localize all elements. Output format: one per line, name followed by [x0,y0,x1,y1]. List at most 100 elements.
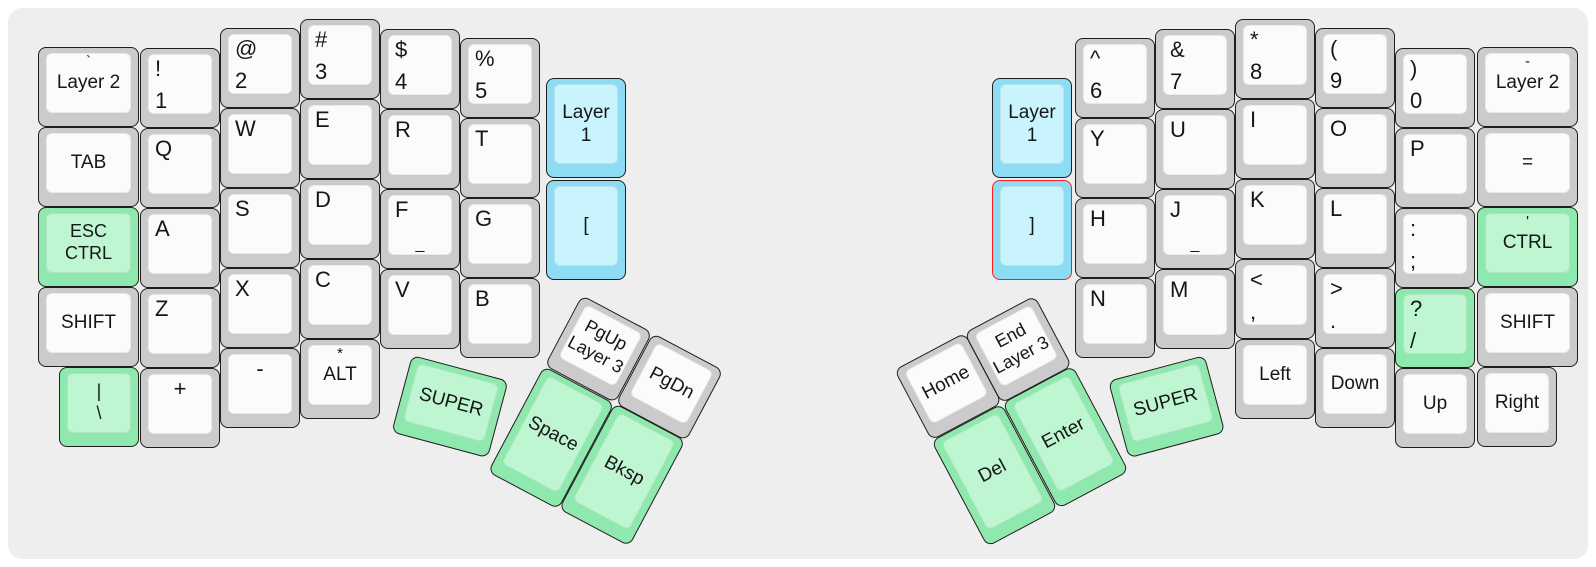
key-question-slash[interactable]: ?/ [1395,288,1475,368]
key-layer2-right[interactable]: -Layer 2 [1477,47,1578,127]
key-a[interactable]: A [140,208,220,288]
key-quote-ctrl[interactable]: 'CTRL [1477,207,1578,287]
key-i[interactable]: I [1235,99,1315,179]
key-2[interactable]: @2 [220,28,300,108]
key-esc-ctrl-cap: ESC CTRL [46,213,131,273]
key-i-legend-tl: I [1250,107,1257,132]
key-5[interactable]: %5 [460,38,540,118]
key-quote-ctrl-legend-c: CTRL [1502,232,1553,254]
key-w-cap: W [228,114,292,174]
key-3[interactable]: #3 [300,19,380,99]
key-0[interactable]: )0 [1395,48,1475,128]
key-v[interactable]: V [380,269,460,349]
key-l[interactable]: L [1315,188,1395,268]
key-pipe-backslash[interactable]: | \ [59,367,139,447]
key-4[interactable]: $4 [380,29,460,109]
key-j[interactable]: J_ [1155,189,1235,269]
key-5-legend-bl: 5 [475,77,488,103]
key-f-legend-bc: _ [415,236,425,253]
key-x[interactable]: X [220,268,300,348]
key-u[interactable]: U [1155,109,1235,189]
key-p[interactable]: P [1395,128,1475,208]
key-layer1-left[interactable]: Layer 1 [546,78,626,178]
key-e-cap: E [308,105,372,165]
key-n[interactable]: N [1075,278,1155,358]
key-layer1-right[interactable]: Layer 1 [992,78,1072,178]
key-enter-legend-c: Enter [1038,413,1089,454]
key-3-cap: #3 [308,25,372,85]
key-h[interactable]: H [1075,198,1155,278]
key-o[interactable]: O [1315,108,1395,188]
key-lbracket[interactable]: [ [546,180,626,280]
key-grave-layer2[interactable]: ` Layer 2 [38,47,139,127]
key-y[interactable]: Y [1075,118,1155,198]
key-comma[interactable]: <, [1235,259,1315,339]
key-6[interactable]: ^6 [1075,38,1155,118]
key-4-legend-bl: 4 [395,68,408,94]
key-pgdn-legend-c: PgDn [645,363,698,404]
key-s[interactable]: S [220,188,300,268]
key-down[interactable]: Down [1315,348,1395,428]
key-z[interactable]: Z [140,288,220,368]
key-t[interactable]: T [460,118,540,198]
key-o-cap: O [1323,114,1387,174]
key-y-cap: Y [1083,124,1147,184]
key-pipe-backslash-cap: | \ [67,373,131,433]
key-layer2-right-legend-tc: - [1525,53,1530,70]
key-rbracket[interactable]: ] [992,180,1072,280]
key-h-cap: H [1083,204,1147,264]
key-right[interactable]: Right [1477,367,1557,447]
key-r-cap: R [388,115,452,175]
key-g[interactable]: G [460,198,540,278]
key-d[interactable]: D [300,179,380,259]
key-b[interactable]: B [460,278,540,358]
key-m-cap: M [1163,275,1227,335]
key-period-cap: >. [1323,274,1387,334]
key-rbracket-legend-c: ] [1029,215,1035,237]
key-c-cap: C [308,265,372,325]
key-w-legend-tl: W [235,116,256,141]
key-w[interactable]: W [220,108,300,188]
key-up-cap: Up [1403,374,1467,434]
key-7-legend-bl: 7 [1170,68,1183,94]
key-super-left[interactable]: SUPER [391,355,509,459]
key-alt-cap: *ALT [308,345,372,405]
key-x-cap: X [228,274,292,334]
key-shift-left[interactable]: SHIFT [38,287,139,367]
key-7[interactable]: &7 [1155,29,1235,109]
key-r[interactable]: R [380,109,460,189]
key-left[interactable]: Left [1235,339,1315,419]
key-f[interactable]: F_ [380,189,460,269]
key-c[interactable]: C [300,259,380,339]
key-8[interactable]: *8 [1235,19,1315,99]
key-super-right[interactable]: SUPER [1108,355,1226,459]
key-grave-layer2-legend-c: Layer 2 [56,72,121,94]
key-equals[interactable]: = [1477,127,1578,207]
key-super-right-legend-c: SUPER [1131,384,1200,422]
key-question-slash-legend-bl: / [1410,327,1417,353]
key-end-layer3-legend-c: End Layer 3 [989,319,1053,378]
key-q[interactable]: Q [140,128,220,208]
key-g-legend-tl: G [475,206,493,231]
key-shift-right[interactable]: SHIFT [1477,287,1578,367]
key-m[interactable]: M [1155,269,1235,349]
key-tab[interactable]: TAB [38,127,139,207]
key-shift-left-legend-c: SHIFT [61,312,116,334]
key-1[interactable]: !1 [140,48,220,128]
key-0-legend-bl: 0 [1410,87,1423,113]
key-pgdn-cap: PgDn [629,342,714,426]
key-e[interactable]: E [300,99,380,179]
key-minus[interactable]: - [220,348,300,428]
key-up[interactable]: Up [1395,368,1475,448]
key-plus[interactable]: + [140,368,220,448]
key-alt[interactable]: *ALT [300,339,380,419]
key-semicolon[interactable]: :; [1395,208,1475,288]
key-n-legend-tl: N [1090,286,1106,311]
key-grave-layer2-legend-tc: ` [86,53,91,70]
key-2-cap: @2 [228,34,292,94]
key-k[interactable]: K [1235,179,1315,259]
key-9[interactable]: (9 [1315,28,1395,108]
key-esc-ctrl[interactable]: ESC CTRL [38,207,139,287]
key-period[interactable]: >. [1315,268,1395,348]
